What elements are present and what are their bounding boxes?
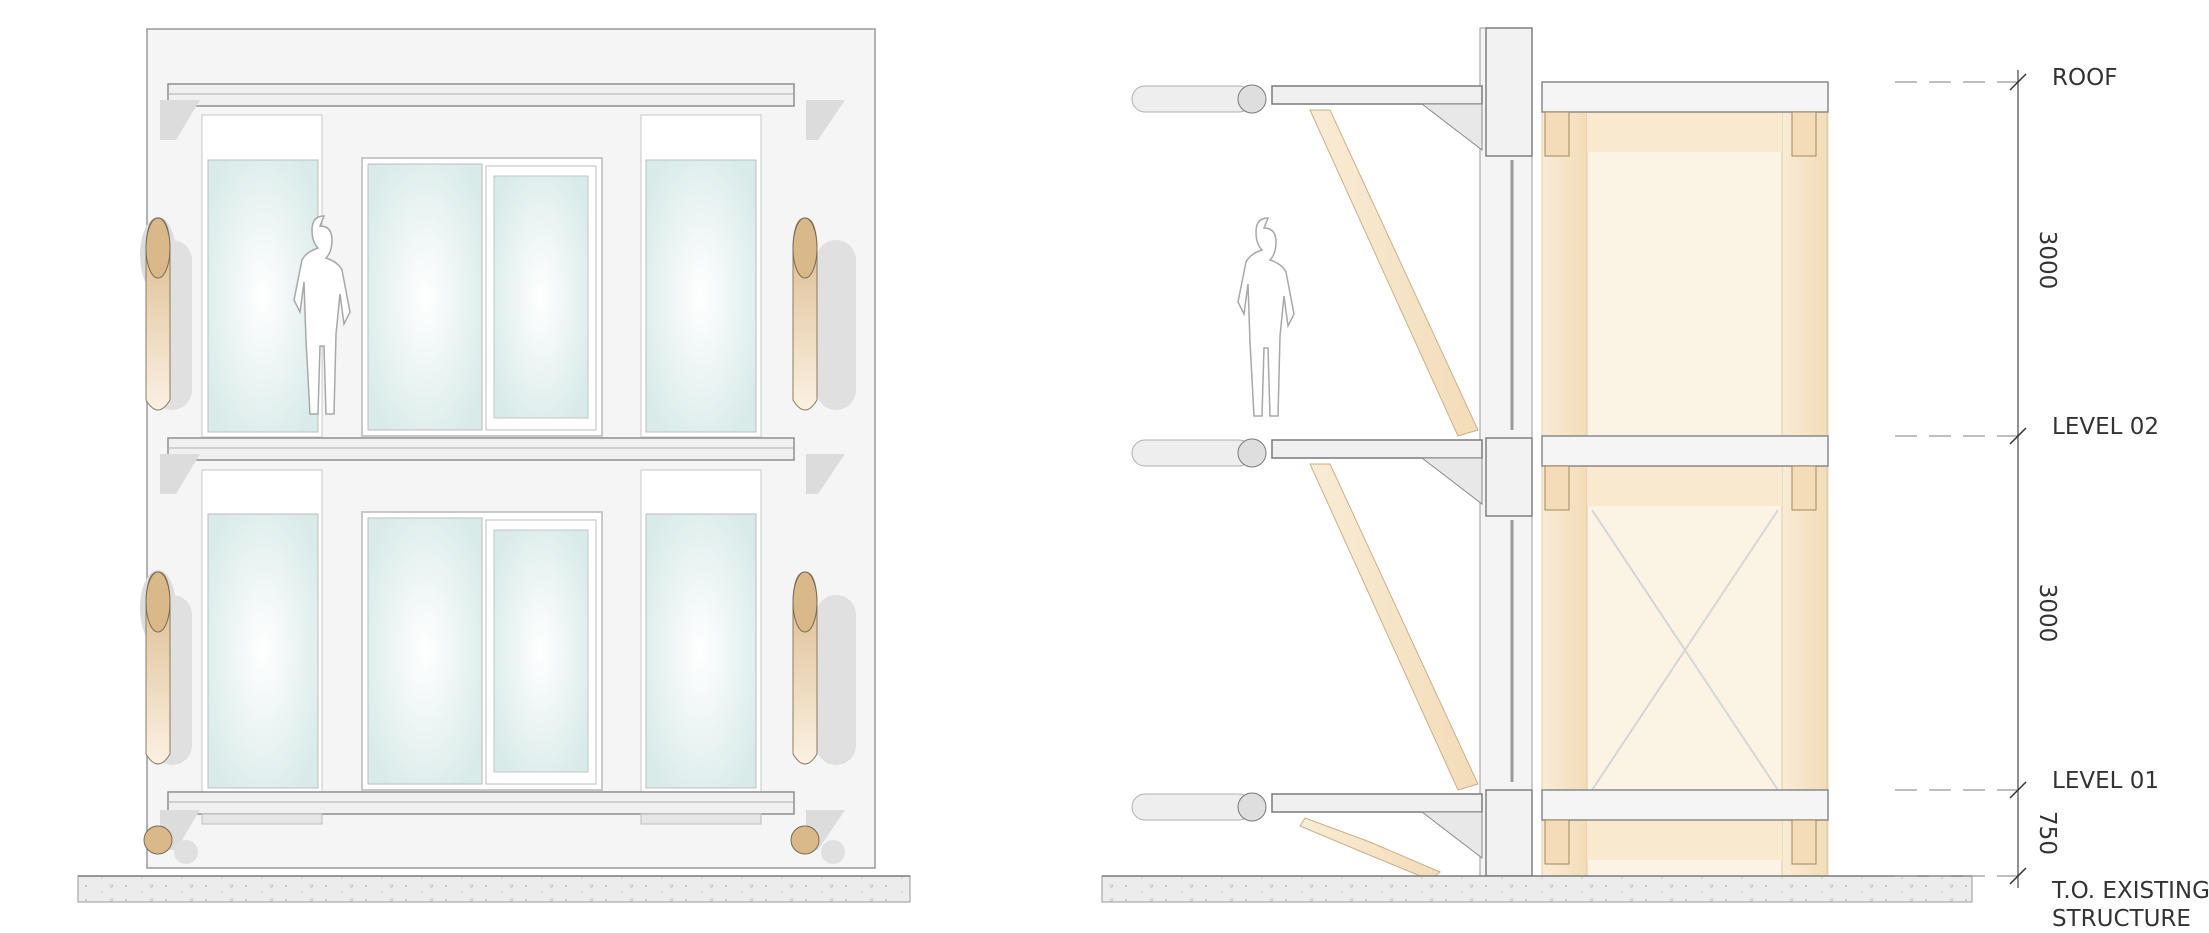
person-silhouette-section bbox=[1237, 217, 1295, 417]
ground-slab bbox=[77, 875, 911, 903]
dimension-roof-level02: 3000 bbox=[2034, 231, 2060, 290]
dimension-level02-level01: 3000 bbox=[2034, 584, 2060, 643]
level-markers: ROOF LEVEL 02 LEVEL 01 T.O. EXISTING STR… bbox=[1895, 65, 2209, 932]
existing-structure-label-line1: T.O. EXISTING bbox=[2051, 878, 2209, 904]
diagonal-struts bbox=[1299, 109, 1479, 881]
facade-panel-section bbox=[1479, 27, 1533, 877]
lower-floor-windows bbox=[201, 469, 762, 793]
level-roof-label: ROOF bbox=[2052, 65, 2117, 91]
person-silhouette bbox=[293, 215, 351, 415]
bracket-shadows bbox=[160, 100, 845, 850]
timber-columns bbox=[140, 217, 856, 864]
upper-floor-windows bbox=[201, 114, 762, 438]
timber-frame bbox=[1541, 81, 1829, 877]
level-01-label: LEVEL 01 bbox=[2052, 768, 2159, 794]
side-section bbox=[1101, 27, 1973, 903]
horizontal-timber-pods bbox=[1131, 84, 1267, 822]
cantilever-balconies bbox=[1271, 85, 1483, 860]
level-02-label: LEVEL 02 bbox=[2052, 414, 2159, 440]
section-slabs bbox=[1541, 81, 1829, 865]
front-elevation bbox=[77, 28, 911, 903]
ground-slab-section bbox=[1101, 875, 1973, 903]
existing-structure-label-line2: STRUCTURE bbox=[2052, 906, 2191, 932]
dimension-level01-existing: 750 bbox=[2034, 811, 2060, 855]
floor-slabs bbox=[167, 83, 795, 825]
